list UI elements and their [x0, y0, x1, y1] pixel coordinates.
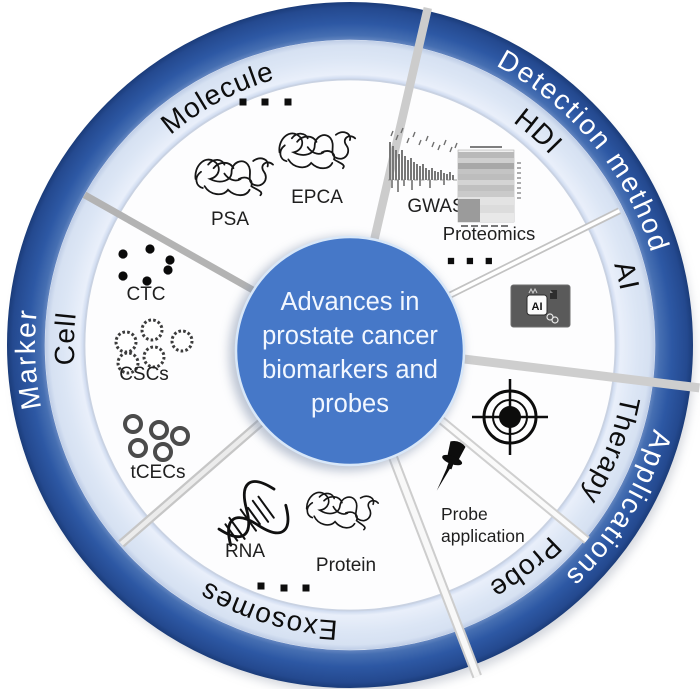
rna-helix-icon: [217, 480, 290, 547]
probe-application-label-line2: application: [441, 526, 525, 546]
divider-exosomes-cell-core: [119, 408, 276, 546]
tcecs-label: tCECs: [131, 462, 186, 483]
sector-probe: Probe application: [436, 440, 525, 546]
gwas-label: GWAS: [407, 196, 464, 217]
cscs-label: CSCs: [119, 364, 169, 385]
divider-molecule-hdi: [369, 6, 432, 244]
divider-cell-molecule: [82, 191, 265, 299]
ctc-dots-icon: [118, 244, 175, 286]
psa-label: PSA: [211, 209, 249, 230]
proteomics-heatmap-icon: [457, 146, 521, 227]
divider-probe-exosomes-core: [382, 437, 481, 678]
waveform-glyph: [528, 287, 538, 295]
ai-chip-label: AI: [532, 301, 543, 313]
sector-ai: AI: [510, 284, 571, 328]
sector-hdi: GWAS Proteomics: [388, 127, 536, 265]
protein-label: Protein: [316, 555, 376, 576]
probe-application-label-line1: Probe: [441, 504, 488, 524]
outer-ring: [7, 2, 693, 688]
pushpin-icon: [436, 440, 466, 491]
ring-label-cell: Cell: [49, 310, 81, 365]
center-title-line3: biomarkers and: [262, 356, 438, 384]
ctc-label: CTC: [126, 284, 165, 305]
target-crosshair-icon: [472, 379, 548, 455]
epca-label: EPCA: [291, 187, 343, 208]
svg-text:Cell: Cell: [49, 310, 82, 365]
divider-ai-therapy: [453, 353, 700, 393]
inner-ring: [45, 40, 655, 650]
sector-molecule: PSA EPCA: [194, 98, 357, 230]
sector-dividers: [82, 6, 700, 679]
proteomics-label: Proteomics: [443, 223, 536, 244]
ai-chip-icon: AI: [510, 284, 571, 328]
divider-therapy-probe-core: [425, 406, 589, 543]
rna-label: RNA: [225, 541, 265, 562]
center-title-line4: probes: [311, 390, 389, 418]
center-circle: [234, 235, 466, 467]
center-title-line1: Advances in: [281, 288, 420, 316]
center-title-line2: prostate cancer: [262, 322, 438, 350]
ring-label-marker: Marker: [10, 307, 45, 412]
svg-text:Marker: Marker: [10, 307, 47, 412]
link-glyph: [546, 313, 554, 321]
sector-exosomes: RNA Protein: [217, 480, 380, 592]
sector-cell: CTC CSCs tCECs: [114, 244, 194, 483]
center-title: Advances in prostate cancer biomarkers a…: [262, 288, 438, 418]
gwas-manhattan-plot-icon: [388, 127, 458, 192]
sector-disc-edge: [83, 78, 617, 612]
divider-hdi-ai-core: [436, 209, 621, 303]
